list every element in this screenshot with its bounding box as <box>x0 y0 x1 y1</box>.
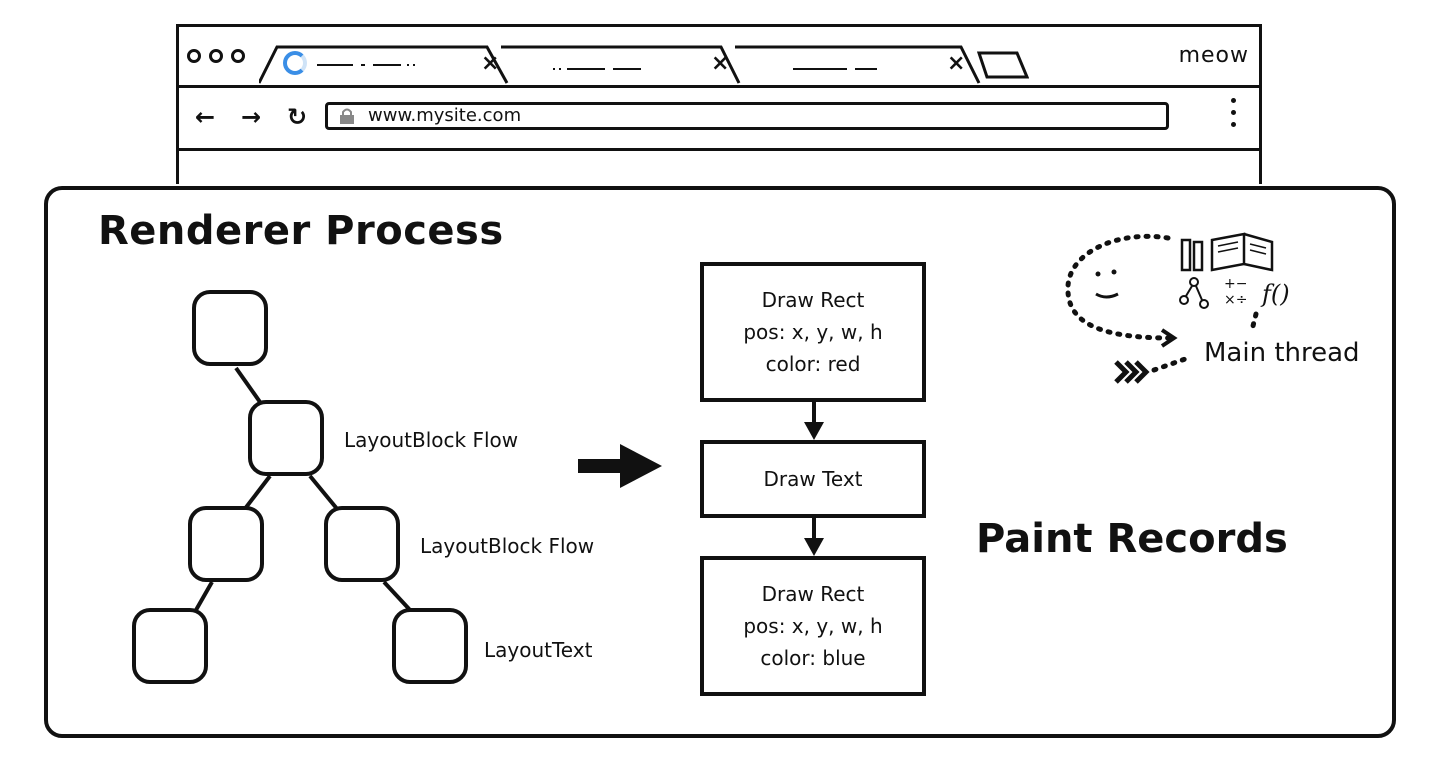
spinner-icon <box>283 51 307 75</box>
record-line: Draw Rect <box>761 288 865 312</box>
layout-node <box>132 608 208 684</box>
record-line: Draw Text <box>763 467 863 491</box>
svg-text:f(): f() <box>1260 280 1290 308</box>
tab-strip: × × × <box>179 27 1259 88</box>
browser-window: × × × <box>176 24 1262 184</box>
layout-label: LayoutText <box>484 638 593 662</box>
tab[interactable]: × <box>501 45 741 85</box>
close-icon[interactable]: × <box>481 51 500 76</box>
tab-outline <box>259 45 509 84</box>
record-line: color: red <box>765 352 861 376</box>
profile-name[interactable]: meow <box>1178 43 1249 68</box>
close-icon[interactable]: × <box>711 51 730 76</box>
svg-text:+−: +− <box>1224 276 1247 292</box>
layout-node-root <box>192 290 268 366</box>
new-tab-icon[interactable] <box>977 51 1029 81</box>
paint-records-title: Paint Records <box>976 516 1288 562</box>
paint-record: Draw Rect pos: x, y, w, h color: blue <box>700 556 926 696</box>
menu-dots-icon[interactable] <box>1231 98 1237 134</box>
tab-title-placeholder <box>553 68 641 70</box>
window-dot-icon[interactable] <box>231 49 245 63</box>
layout-node <box>248 400 324 476</box>
layout-tree-edges <box>194 366 824 612</box>
tab-title-placeholder <box>793 68 877 70</box>
tab-outline <box>501 45 741 84</box>
record-line: pos: x, y, w, h <box>743 320 883 344</box>
paint-record: Draw Text <box>700 440 926 518</box>
url-text[interactable]: www.mysite.com <box>368 105 522 126</box>
toolbar: ← → ↻ www.mysite.com <box>179 88 1259 151</box>
record-line: color: blue <box>760 646 866 670</box>
close-icon[interactable]: × <box>947 51 966 76</box>
layout-label: LayoutBlock Flow <box>420 534 595 558</box>
main-thread-label: Main thread <box>1204 338 1360 368</box>
forward-arrow-icon[interactable]: → <box>241 103 262 131</box>
svg-text:×÷: ×÷ <box>1224 292 1247 308</box>
tab-active[interactable]: × <box>259 45 509 85</box>
record-line: Draw Rect <box>761 582 865 606</box>
main-thread-icon: +− ×÷ f() <box>1065 232 1290 384</box>
renderer-process-panel: Renderer Process LayoutBlock Flow Layout… <box>44 186 1396 738</box>
back-arrow-icon[interactable]: ← <box>195 103 216 131</box>
tab[interactable]: × <box>735 45 985 85</box>
layout-node <box>188 506 264 582</box>
layout-node <box>324 506 400 582</box>
window-dot-icon[interactable] <box>187 49 201 63</box>
address-bar[interactable]: www.mysite.com <box>325 102 1169 130</box>
lock-icon <box>340 108 354 124</box>
tab-title-placeholder <box>317 64 415 66</box>
reload-icon[interactable]: ↻ <box>287 103 308 131</box>
window-dot-icon[interactable] <box>209 49 223 63</box>
record-line: pos: x, y, w, h <box>743 614 883 638</box>
panel-title: Renderer Process <box>98 208 504 254</box>
tab-outline <box>735 45 981 84</box>
layout-label: LayoutBlock Flow <box>344 428 519 452</box>
layout-node <box>392 608 468 684</box>
paint-record: Draw Rect pos: x, y, w, h color: red <box>700 262 926 402</box>
